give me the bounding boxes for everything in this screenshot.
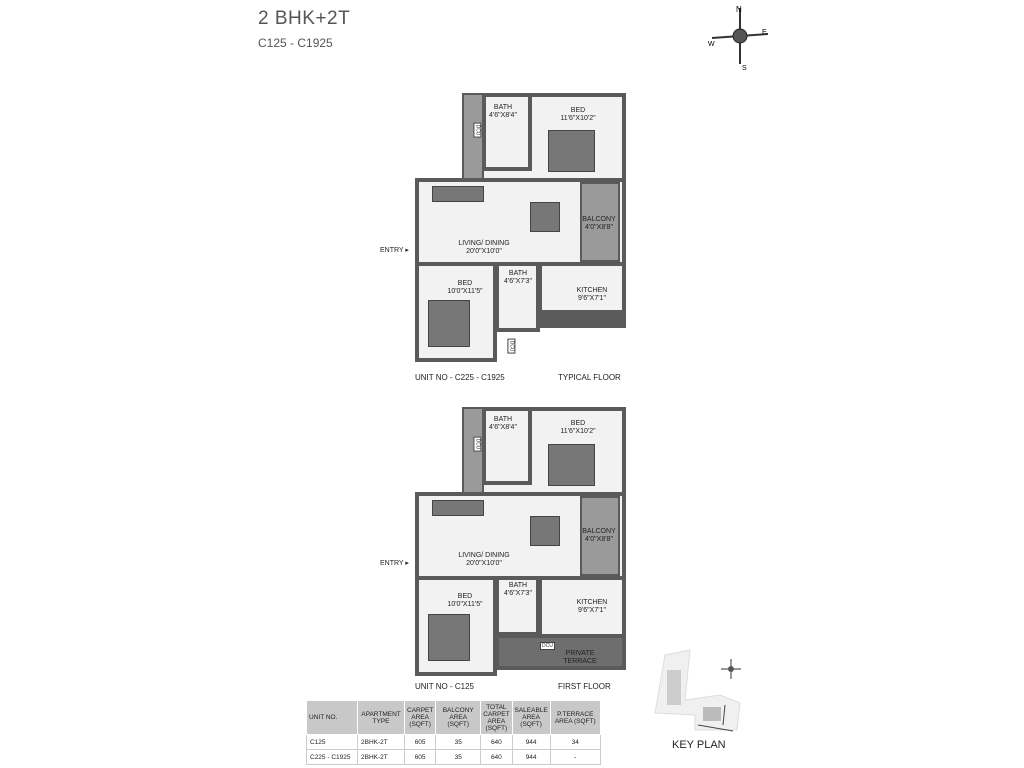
sofa (432, 186, 484, 202)
room-dim: 4'0"X8'8" (585, 536, 613, 543)
room-dim: 11'6"X10'2" (560, 428, 596, 435)
table-cell: 605 (403, 749, 437, 765)
room-label: KITCHEN (576, 287, 608, 294)
room-dim: 9'6"X7'1" (578, 295, 606, 302)
table-header: APARTMENT TYPE (357, 700, 405, 735)
table-cell: 35 (435, 749, 482, 765)
room-label: BATH (493, 416, 513, 423)
table-cell: 35 (435, 734, 482, 750)
room-dim: 10'0"X11'5" (447, 288, 483, 295)
unit-range: C125 - C1925 (258, 36, 333, 50)
room-label: LIVING/ DINING (458, 240, 510, 247)
area-table: UNIT NO. APARTMENT TYPE CARPET AREA (SQF… (306, 700, 601, 765)
room-label: BED (570, 420, 586, 427)
kitchen-counter (538, 310, 626, 325)
table-cell: C125 (306, 734, 358, 750)
room-dim: 4'0"X8'8" (585, 224, 613, 231)
room-label: BATH (508, 270, 528, 277)
duct-label: DCU (473, 436, 482, 452)
key-plan-compass-icon (721, 659, 741, 679)
duct-label: DCU (473, 122, 482, 138)
room-dim: 4'6"X7'3" (504, 278, 532, 285)
table-cell: 34 (549, 734, 601, 750)
table-row: C125 2BHK-2T 605 35 640 944 34 (306, 734, 601, 750)
entry-label: ENTRY ▸ (380, 247, 409, 254)
room-label: BATH (493, 104, 513, 111)
table-header: BALCONY AREA (SQFT) (435, 700, 482, 735)
room-dim: 4'6"X8'4" (489, 112, 517, 119)
room-label: PRIVATE (565, 650, 595, 657)
table-cell: 2BHK-2T (357, 734, 405, 750)
room-label: LIVING/ DINING (458, 552, 510, 559)
floor-label: TYPICAL FLOOR (558, 373, 621, 382)
private-terrace (495, 634, 626, 670)
bath-1 (482, 407, 532, 485)
table-row: C225 - C1925 2BHK-2T 605 35 640 944 - (306, 749, 601, 765)
room-dim: 20'0"X10'0" (466, 560, 502, 567)
unit-label: UNIT NO - C125 (415, 682, 474, 691)
room-label: TERRACE (563, 658, 597, 665)
compass-s: S (742, 65, 747, 72)
bath-1 (482, 93, 532, 171)
room-label: BED (457, 593, 473, 600)
balcony (580, 182, 620, 262)
entry-label: ENTRY ▸ (380, 560, 409, 567)
table-cell: 2BHK-2T (357, 749, 405, 765)
room-label: KITCHEN (576, 599, 608, 606)
table-cell: 944 (511, 734, 551, 750)
room-dim: 4'6"X8'4" (489, 424, 517, 431)
dining-table (530, 516, 560, 546)
table-header: SALEABLE AREA (SQFT) (511, 700, 551, 735)
table-cell: 640 (480, 749, 513, 765)
table-cell: - (549, 749, 601, 765)
dining-table (530, 202, 560, 232)
bed-2-furniture (428, 300, 470, 347)
room-label: BATH (508, 582, 528, 589)
table-header: UNIT NO. (306, 700, 358, 735)
table-header: P.TERRACE AREA (SQFT) (549, 700, 601, 735)
bed-1-furniture (548, 444, 595, 486)
table-cell: 944 (511, 749, 551, 765)
table-cell: 605 (403, 734, 437, 750)
room-label: BED (570, 107, 586, 114)
table-header: TOTAL CARPET AREA (SQFT) (480, 700, 513, 735)
room-label: BALCONY (582, 528, 616, 535)
table-cell: C225 - C1925 (306, 749, 358, 765)
sofa (432, 500, 484, 516)
bed-2-furniture (428, 614, 470, 661)
room-dim: 9'6"X7'1" (578, 607, 606, 614)
room-label: BED (457, 280, 473, 287)
duct-label: DCU (507, 338, 516, 354)
unit-label: UNIT NO - C225 - C1925 (415, 373, 505, 382)
table-header: CARPET AREA (SQFT) (403, 700, 437, 735)
bed-1-furniture (548, 130, 595, 172)
compass-icon: N E S W (708, 5, 769, 72)
room-dim: 20'0"X10'0" (466, 248, 502, 255)
page-title: 2 BHK+2T (258, 8, 351, 29)
compass-n: N (736, 5, 742, 14)
balcony (580, 496, 620, 576)
compass-e: E (762, 29, 767, 36)
room-dim: 10'0"X11'5" (447, 601, 483, 608)
room-dim: 11'6"X10'2" (560, 115, 596, 122)
room-dim: 4'6"X7'3" (504, 590, 532, 597)
key-plan-map (654, 649, 741, 732)
floor-label: FIRST FLOOR (558, 682, 611, 691)
table-cell: 640 (480, 734, 513, 750)
table-header-row: UNIT NO. APARTMENT TYPE CARPET AREA (SQF… (306, 700, 601, 735)
room-label: BALCONY (582, 216, 616, 223)
key-plan-label: KEY PLAN (672, 739, 726, 751)
duct-label: DCU (540, 642, 555, 650)
compass-w: W (708, 41, 715, 48)
